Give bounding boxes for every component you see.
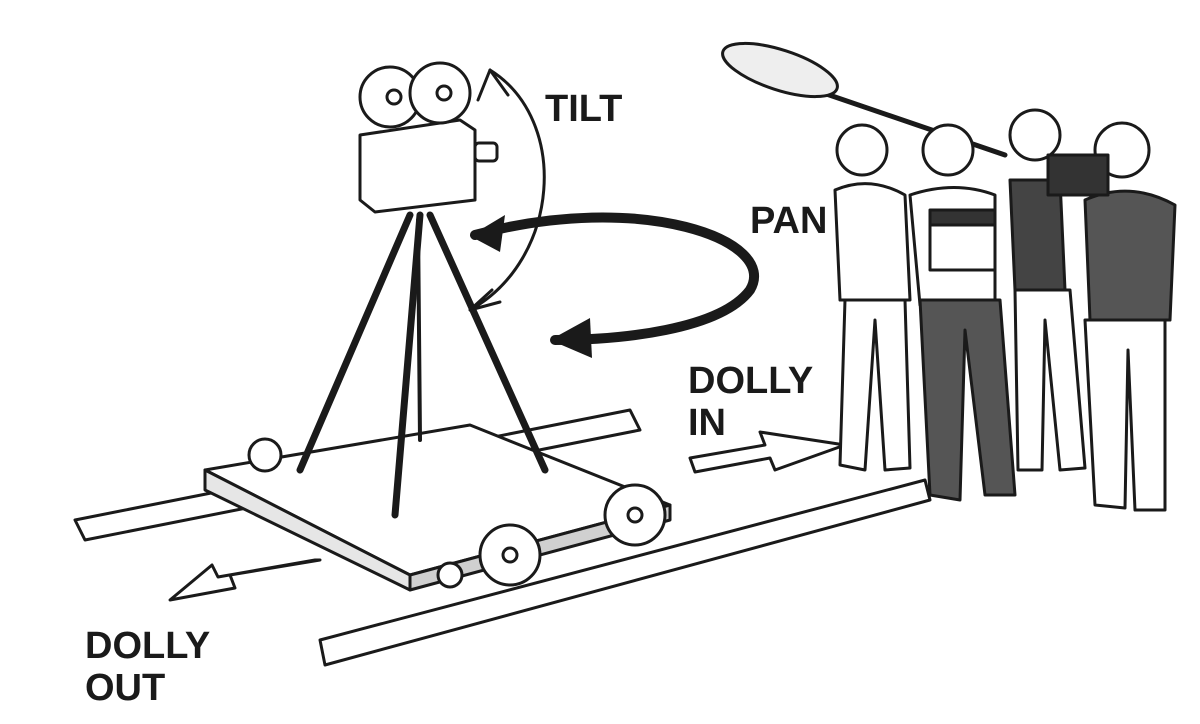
tilt-label: TILT (545, 88, 623, 130)
crew-woman (1008, 108, 1087, 472)
dolly-in-label-line1: DOLLY (688, 360, 814, 402)
dolly-in-label: DOLLY IN (688, 360, 813, 444)
pan-arrow (470, 212, 760, 345)
movie-camera (358, 61, 499, 214)
dolly-wheels (247, 437, 667, 589)
tilt-arrow (468, 68, 546, 312)
dolly-platform (203, 423, 672, 592)
dolly-out-label: DOLLY OUT (85, 625, 210, 709)
dolly-out-label-line2: OUT (85, 667, 166, 709)
dolly-out-arrow (168, 558, 322, 602)
dolly-in-arrow (688, 430, 847, 474)
dolly-out-label-line1: DOLLY (85, 625, 211, 667)
pan-arrowhead-top (470, 215, 505, 252)
tripod (296, 211, 549, 519)
clapper-operator (908, 123, 1017, 502)
film-crew (833, 108, 1177, 512)
pan-label: PAN (750, 200, 828, 242)
pan-arrowhead-bottom (550, 318, 592, 358)
dolly-in-label-line2: IN (688, 402, 726, 444)
sound-operator (833, 123, 912, 472)
camera-operator (1046, 121, 1177, 512)
